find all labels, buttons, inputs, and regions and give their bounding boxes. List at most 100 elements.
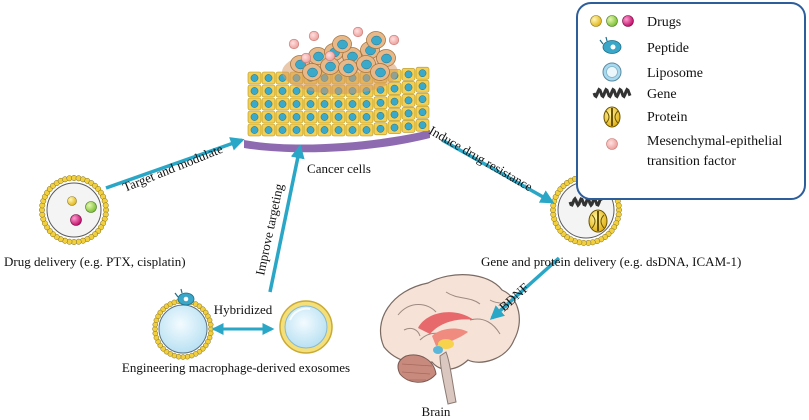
cell-nucleus [250,113,259,121]
cell-nucleus [264,74,273,82]
cell-nucleus [278,87,287,95]
tumor-nucleus [371,35,382,46]
cell-nucleus [376,111,385,120]
cell-nucleus [334,100,343,108]
cell-nucleus [348,126,357,134]
label-engineering-exosomes: Engineering macrophage-derived exosomes [122,360,350,375]
legend-label-gene: Gene [647,87,677,102]
cell-nucleus [404,122,413,131]
arrow-label-target-modulate: Target and modulate [121,141,226,195]
exosome-right [279,300,333,354]
met-factor-sphere [388,34,400,46]
brain-illustration [379,274,520,405]
cell-nucleus [362,100,371,108]
cell-nucleus [292,113,301,121]
cell-nucleus [264,126,273,134]
cell-nucleus [418,69,427,78]
cell-nucleus [376,124,385,133]
cell-nucleus [306,126,315,134]
gene-icon [592,87,632,99]
arrow-induce-resistance [441,138,555,204]
met-factor-sphere [308,30,320,42]
label-gene-protein-delivery: Gene and protein delivery (e.g. dsDNA, I… [481,254,741,269]
cell-nucleus [264,100,273,108]
cell-nucleus [334,113,343,121]
arrow-bdnf [489,256,561,320]
cell-nucleus [362,126,371,134]
cell-nucleus [292,100,301,108]
tumor-nucleus [381,53,392,64]
cell-nucleus [264,87,273,95]
legend-label-peptide: Peptide [647,41,689,56]
label-cancer-cells: Cancer cells [307,161,371,176]
basement-membrane [244,130,430,153]
cell-nucleus [334,126,343,134]
cell-nucleus [418,82,427,91]
cell-nucleus [306,100,315,108]
cell-nucleus [404,70,413,79]
tumor-nucleus [361,59,372,70]
label-brain: Brain [422,404,451,419]
membrane-bead [615,202,622,209]
met-factor-sphere [300,52,312,64]
gene-strand [568,196,604,208]
cell-nucleus [250,126,259,134]
cell-nucleus [320,100,329,108]
met-factor-sphere [352,26,364,38]
protein-icon [603,106,621,128]
drug-balls-icon [590,15,634,27]
cell-nucleus [278,126,287,134]
arrow-target-modulate [105,137,245,190]
hybrid-exosome-left [152,288,214,360]
cell-nucleus [292,126,301,134]
legend-label-met-line1: Mesenchymal-epithelial [647,134,782,149]
protein-in-liposome [588,209,608,233]
liposome-icon [602,62,622,82]
cell-nucleus [278,100,287,108]
cell-nucleus [250,74,259,82]
cell-nucleus [404,83,413,92]
met-factor-sphere [288,38,300,50]
peptide-on-exosome [174,288,195,306]
cell-nucleus [278,113,287,121]
cell-nucleus [390,84,399,93]
membrane-bead [207,321,214,328]
cell-nucleus [348,100,357,108]
tumor-mass [282,26,400,94]
cell-nucleus [306,113,315,121]
cell-nucleus [390,123,399,132]
label-hybridized: Hybridized [214,302,273,317]
arrow-improve-targeting [268,144,305,293]
tumor-nucleus [307,67,318,78]
cell-nucleus [292,87,301,95]
cell-nucleus [390,97,399,106]
cell-nucleus [418,95,427,104]
cell-nucleus [418,121,427,130]
legend: Drugs Peptide Liposome Gene Protein Mese… [576,2,806,200]
legend-label-protein: Protein [647,110,687,125]
drug-yellow [67,196,77,206]
met-factor-sphere [324,50,336,62]
cell-nucleus [362,113,371,121]
tumor-nucleus [295,59,306,70]
cell-nucleus [390,110,399,119]
cell-nucleus [348,113,357,121]
tumor-nucleus [375,67,386,78]
tumor-nucleus [343,63,354,74]
membrane-bead [102,202,109,209]
tumor-nucleus [313,51,324,62]
cell-nucleus [418,108,427,117]
legend-box [576,2,806,200]
cell-nucleus [250,87,259,95]
drug-magenta [70,214,82,226]
cell-nucleus [376,98,385,107]
arrow-label-induce-resistance: Induce drug resistance [427,123,536,195]
legend-label-liposome: Liposome [647,66,703,81]
legend-label-drugs: Drugs [647,15,681,30]
tumor-nucleus [337,39,348,50]
cell-nucleus [264,113,273,121]
tumor-nucleus [325,61,336,72]
cell-nucleus [404,109,413,118]
